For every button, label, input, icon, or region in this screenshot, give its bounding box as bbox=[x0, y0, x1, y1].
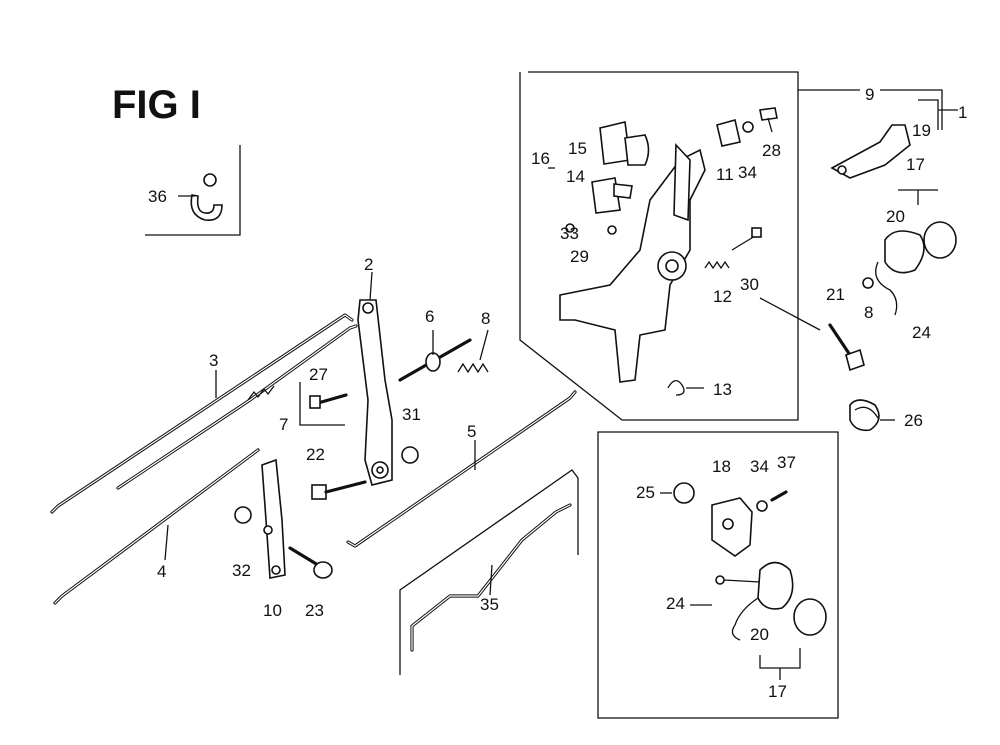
label-15: 15 bbox=[568, 139, 587, 158]
label-9: 9 bbox=[865, 85, 874, 104]
label-37: 37 bbox=[777, 453, 796, 472]
part-1-lever-group bbox=[798, 89, 958, 179]
label-10: 10 bbox=[263, 601, 282, 620]
label-8: 8 bbox=[481, 309, 490, 328]
label-33: 33 bbox=[560, 224, 579, 243]
label-12: 12 bbox=[713, 287, 732, 306]
label-20-lower: 20 bbox=[750, 625, 769, 644]
label-32: 32 bbox=[232, 561, 251, 580]
label-21: 21 bbox=[826, 285, 845, 304]
label-27: 27 bbox=[309, 365, 328, 384]
label-7: 7 bbox=[279, 415, 288, 434]
label-22: 22 bbox=[306, 445, 325, 464]
label-23: 23 bbox=[305, 601, 324, 620]
label-8-knob: 8 bbox=[864, 303, 873, 322]
label-29: 29 bbox=[570, 247, 589, 266]
label-4: 4 bbox=[157, 562, 166, 581]
part-17-knob-upper bbox=[862, 189, 957, 316]
governor-bracket-group bbox=[519, 71, 799, 421]
part-27-bolt bbox=[299, 382, 348, 426]
part-21-bolt bbox=[759, 297, 865, 372]
rods-left bbox=[50, 313, 358, 605]
label-31: 31 bbox=[402, 405, 421, 424]
part-35-rod bbox=[399, 469, 579, 675]
label-17-lower: 17 bbox=[768, 682, 787, 701]
label-14: 14 bbox=[566, 167, 585, 186]
label-1: 1 bbox=[958, 103, 967, 122]
part-5-rod bbox=[346, 390, 577, 548]
figure-title: FIG I bbox=[112, 83, 201, 127]
label-24-lower: 24 bbox=[666, 594, 685, 613]
part-labels: 1 2 3 4 5 6 7 8 8 9 10 11 12 13 14 15 16… bbox=[148, 85, 967, 701]
label-35: 35 bbox=[480, 595, 499, 614]
label-24-upper: 24 bbox=[912, 323, 931, 342]
part-25-nut bbox=[673, 482, 695, 504]
label-3: 3 bbox=[209, 351, 218, 370]
part-22-bolt bbox=[311, 480, 367, 500]
label-17-upper: 17 bbox=[906, 155, 925, 174]
label-13: 13 bbox=[713, 380, 732, 399]
part-31-nut bbox=[401, 446, 419, 464]
label-28: 28 bbox=[762, 141, 781, 160]
label-34-lower: 34 bbox=[750, 457, 769, 476]
label-2: 2 bbox=[364, 255, 373, 274]
part-26-clip bbox=[849, 399, 880, 432]
part-36-clip-box bbox=[145, 145, 241, 236]
label-6: 6 bbox=[425, 307, 434, 326]
part-23-bolt bbox=[288, 546, 333, 579]
label-16: 16 bbox=[531, 149, 550, 168]
parts-6-8 bbox=[398, 338, 489, 382]
label-26: 26 bbox=[904, 411, 923, 430]
label-20-upper: 20 bbox=[886, 207, 905, 226]
label-5: 5 bbox=[467, 422, 476, 441]
label-34-upper: 34 bbox=[738, 163, 757, 182]
label-36: 36 bbox=[148, 187, 167, 206]
label-30: 30 bbox=[740, 275, 759, 294]
part-2-governor-arm bbox=[357, 299, 393, 486]
label-11: 11 bbox=[716, 165, 734, 184]
lower-right-group bbox=[597, 431, 839, 719]
part-32-washer bbox=[234, 506, 252, 524]
part-10-plate bbox=[261, 458, 286, 579]
label-25: 25 bbox=[636, 483, 655, 502]
leader-lines bbox=[164, 167, 895, 606]
label-18: 18 bbox=[712, 457, 731, 476]
label-19: 19 bbox=[912, 121, 931, 140]
